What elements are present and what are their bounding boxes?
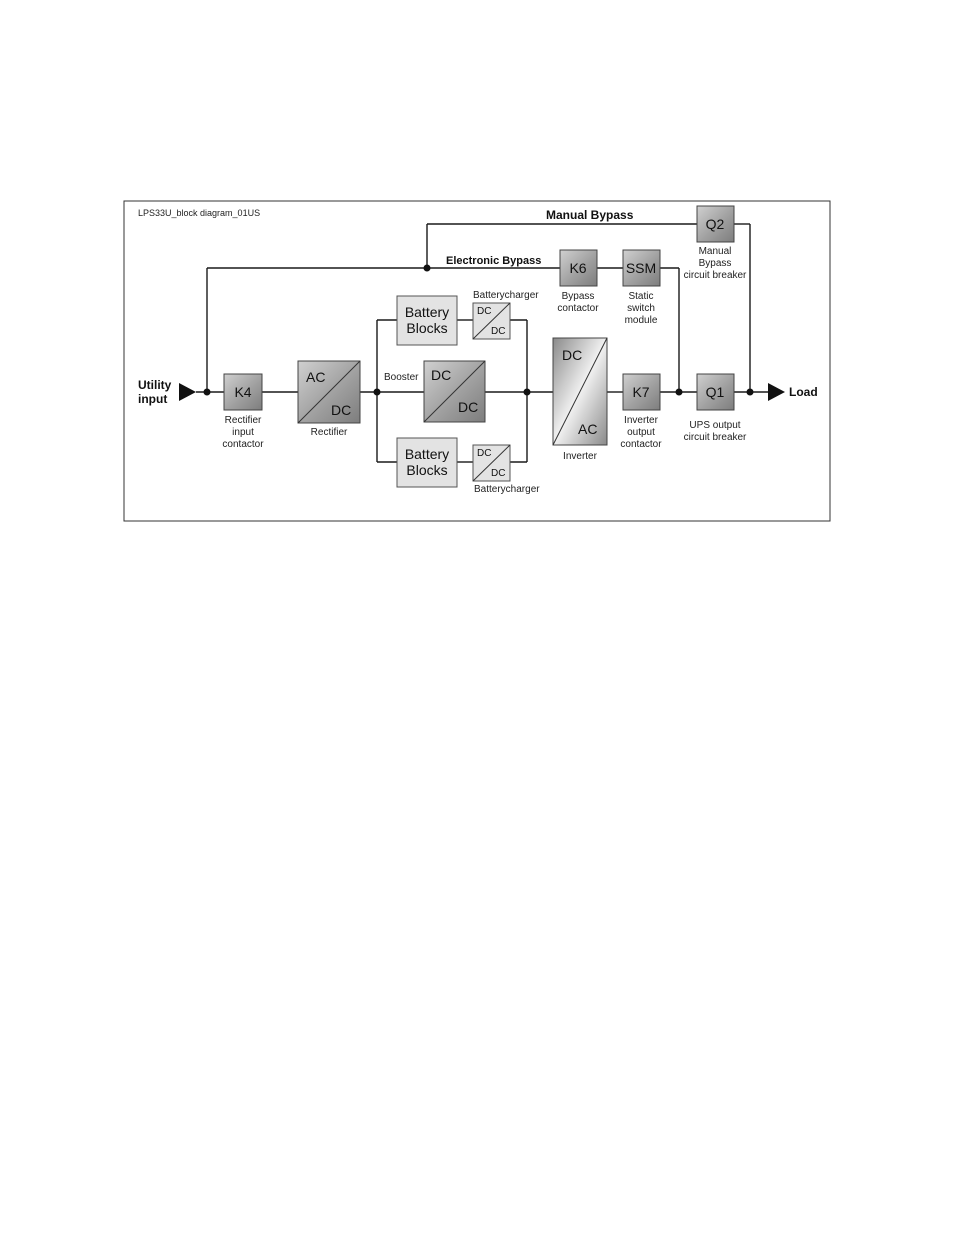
svg-text:Blocks: Blocks (406, 462, 447, 478)
batterycharger-bottom: DC DC Batterycharger (472, 444, 540, 495)
svg-text:switch: switch (627, 303, 655, 314)
inverter: DC AC Inverter (552, 337, 608, 462)
svg-text:input: input (232, 427, 254, 438)
svg-text:Bypass: Bypass (562, 291, 595, 302)
batterycharger-top: DC DC Batterycharger (472, 290, 539, 340)
utility-input-label: Utility (138, 378, 172, 392)
q2-manual-bypass-breaker: Q2 Manual Bypass circuit breaker (684, 205, 747, 281)
battery-blocks-bottom: Battery Blocks (396, 437, 458, 488)
svg-text:Q1: Q1 (706, 384, 725, 400)
svg-text:Battery: Battery (405, 304, 449, 320)
k4-contactor: K4 Rectifier input contactor (222, 373, 264, 450)
svg-text:Rectifier: Rectifier (225, 415, 262, 426)
svg-text:Inverter: Inverter (563, 451, 598, 462)
svg-text:AC: AC (578, 421, 597, 437)
utility-input-label-2: input (138, 392, 167, 406)
svg-text:contactor: contactor (222, 439, 264, 450)
ssm-static-switch: SSM Static switch module (622, 249, 661, 326)
booster: DC DC Booster (384, 360, 486, 423)
svg-text:Static: Static (628, 291, 653, 302)
k6-bypass-contactor: K6 Bypass contactor (557, 249, 599, 314)
diagram-id: LPS33U_block diagram_01US (138, 208, 260, 218)
svg-text:Bypass: Bypass (699, 258, 732, 269)
q1-ups-output-breaker: Q1 UPS output circuit breaker (684, 373, 747, 443)
svg-text:Booster: Booster (384, 372, 419, 383)
svg-text:Q2: Q2 (706, 216, 725, 232)
svg-text:module: module (625, 315, 658, 326)
svg-text:contactor: contactor (620, 439, 662, 450)
svg-text:DC: DC (491, 468, 505, 479)
svg-text:circuit breaker: circuit breaker (684, 432, 747, 443)
svg-text:SSM: SSM (626, 260, 656, 276)
svg-text:Battery: Battery (405, 446, 449, 462)
load-arrow-icon (768, 383, 785, 401)
svg-text:Batterycharger: Batterycharger (474, 484, 540, 495)
svg-text:circuit breaker: circuit breaker (684, 270, 747, 281)
junctions (203, 264, 754, 396)
k7-contactor: K7 Inverter output contactor (620, 373, 662, 450)
input-arrow-icon (179, 383, 196, 401)
svg-text:Batterycharger: Batterycharger (473, 290, 539, 301)
electronic-bypass-label: Electronic Bypass (446, 255, 541, 267)
svg-text:DC: DC (562, 347, 582, 363)
load-label: Load (789, 385, 818, 399)
svg-text:DC: DC (477, 306, 491, 317)
svg-text:Rectifier: Rectifier (311, 427, 348, 438)
svg-text:DC: DC (477, 448, 491, 459)
wiring (196, 223, 768, 463)
svg-text:UPS output: UPS output (689, 420, 740, 431)
svg-text:output: output (627, 427, 655, 438)
svg-text:DC: DC (431, 367, 451, 383)
battery-blocks-top: Battery Blocks (396, 295, 458, 346)
svg-text:contactor: contactor (557, 303, 599, 314)
svg-text:DC: DC (331, 402, 351, 418)
manual-bypass-label: Manual Bypass (546, 208, 634, 222)
svg-text:Blocks: Blocks (406, 320, 447, 336)
svg-text:AC: AC (306, 369, 325, 385)
svg-text:Manual: Manual (699, 246, 732, 257)
svg-text:K6: K6 (569, 260, 586, 276)
svg-text:DC: DC (458, 399, 478, 415)
rectifier: AC DC Rectifier (297, 360, 361, 438)
svg-text:DC: DC (491, 326, 505, 337)
svg-text:K7: K7 (632, 384, 649, 400)
svg-text:Inverter: Inverter (624, 415, 659, 426)
svg-text:K4: K4 (234, 384, 251, 400)
